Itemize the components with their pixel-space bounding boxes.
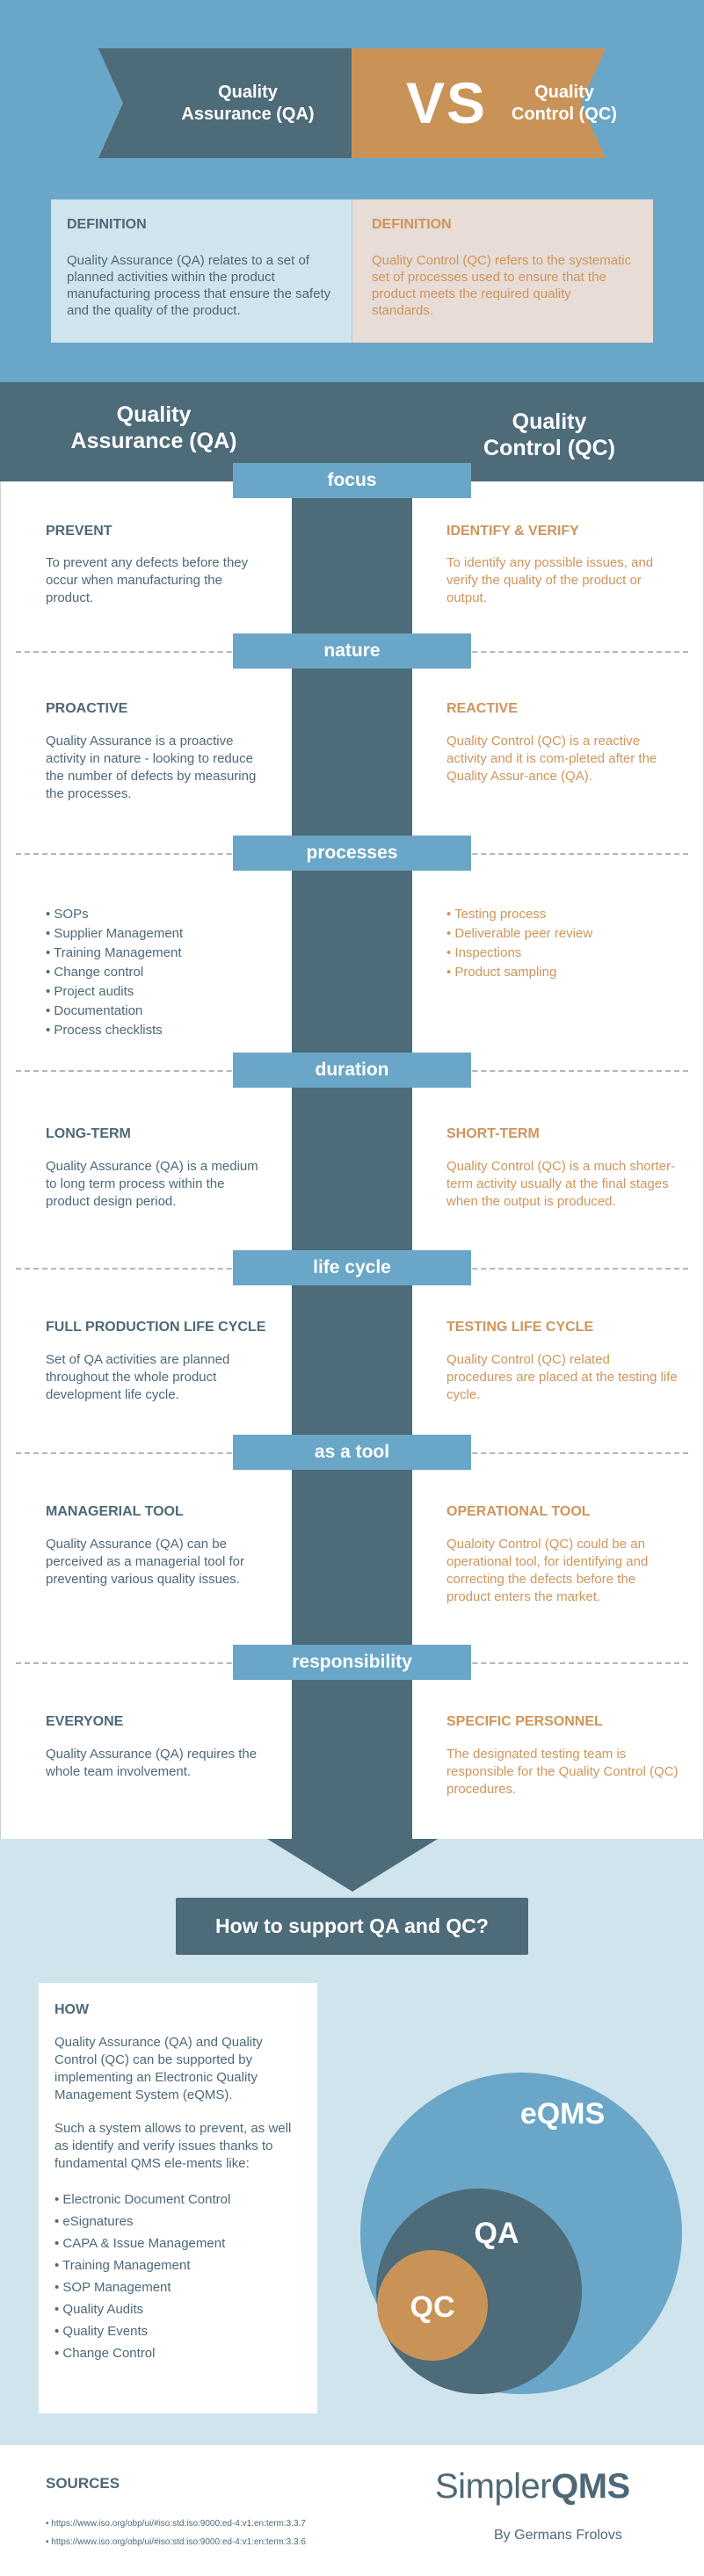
list-item: • Project audits [46,984,134,999]
qc-definition-text: Quality Control (QC) refers to the syste… [372,253,632,318]
qa-process-list: • SOPs • Supplier Management • Training … [46,905,265,1040]
vs-label: VS [406,70,488,135]
author-byline: By Germans Frolovs [494,2528,622,2543]
how-title: HOW [54,2002,90,2017]
category-as-a-tool: as a tool [233,1435,471,1470]
qa-tool-title: MANAGERIAL TOOL [46,1504,184,1519]
qa-life-cycle-text: Set of QA activities are planned through… [46,1352,230,1402]
qc-focus-title: IDENTIFY & VERIFY [446,524,579,539]
qa-duration-text: Quality Assurance (QA) is a medium to lo… [46,1159,258,1209]
banner-qa-label: Quality Assurance (QA) [181,82,315,124]
category-processes: processes [233,836,471,871]
qc-definition-title: DEFINITION [372,217,452,232]
arrowhead-overlay [267,1839,438,1892]
simplerqms-logo: SimplerQMS [435,2467,630,2507]
list-item: • CAPA & Issue Management [54,2236,226,2251]
list-item: • Documentation [46,1003,143,1018]
qc-process-list: • Testing process • Deliverable peer rev… [446,905,679,982]
qa-nature-title: PROACTIVE [46,701,128,716]
how-paragraph: Such a system allows to prevent, as well… [54,2121,292,2171]
qa-focus-text: To prevent any defects before they occur… [46,555,249,605]
qa-definition-text: Quality Assurance (QA) relates to a set … [67,253,331,318]
support-heading: How to support QA and QC? [176,1898,528,1955]
qa-responsibility-title: EVERYONE [46,1714,124,1729]
qc-circle [377,2250,488,2361]
qc-responsibility-title: SPECIFIC PERSONNEL [446,1714,603,1729]
qc-tool-text: Qualoity Control (QC) could be an operat… [446,1537,649,1604]
qa-nature-text: Quality Assurance is a proactive activit… [46,734,257,801]
how-paragraph: Quality Assurance (QA) and Quality Contr… [54,2035,263,2102]
center-spine [292,481,412,1839]
qc-responsibility-text: The designated testing team is responsib… [446,1747,679,1797]
list-item: • Change control [46,965,144,980]
qa-definition-title: DEFINITION [67,217,147,232]
qa-column-heading: Quality Assurance (QA) [70,402,237,453]
qc-duration-title: SHORT-TERM [446,1126,540,1141]
qa-definition: DEFINITION Quality Assurance (QA) relate… [51,199,352,343]
qa-life-cycle-title: FULL PRODUCTION LIFE CYCLE [46,1320,266,1335]
qc-life-cycle-title: TESTING LIFE CYCLE [446,1320,594,1335]
definitions-box: DEFINITION Quality Assurance (QA) relate… [51,199,653,343]
qc-life-cycle-text: Quality Control (QC) related procedures … [446,1352,678,1402]
nested-circles-diagram: eQMS QA QC [360,2073,682,2394]
list-item: • Electronic Document Control [54,2192,231,2207]
list-item: • Product sampling [446,965,557,980]
list-item: • Quality Audits [54,2302,144,2317]
category-focus: focus [233,463,471,498]
list-item: • Quality Events [54,2324,149,2339]
source-link[interactable]: • https://www.iso.org/obp/ui/#iso:std:is… [46,2537,306,2547]
list-item: • Change Control [54,2346,156,2361]
list-item: • eSignatures [54,2214,134,2229]
qa-responsibility-text: Quality Assurance (QA) requires the whol… [46,1747,258,1779]
qc-label: QC [410,2290,455,2324]
list-item: • SOPs [46,907,89,922]
qa-duration-title: LONG-TERM [46,1126,131,1141]
qc-focus-text: To identify any possible issues, and ver… [446,555,654,605]
list-item: • Process checklists [46,1023,163,1038]
qc-nature-title: REACTIVE [446,701,518,716]
qc-column-heading: Quality Control (QC) [483,409,615,460]
category-nature: nature [233,633,471,669]
banner-ribbon-shape [98,48,606,158]
list-item: • Inspections [446,945,522,960]
qa-focus-title: PREVENT [46,524,112,539]
list-item: • Training Management [46,945,182,960]
how-box: HOW Quality Assurance (QA) and Quality C… [39,1983,317,2413]
qa-label: QA [475,2217,519,2250]
list-item: • SOP Management [54,2280,171,2295]
qc-duration-text: Quality Control (QC) is a much shorter-t… [446,1159,676,1209]
footer [0,2445,704,2576]
logo-text-light: Simpler [435,2467,552,2506]
source-link[interactable]: • https://www.iso.org/obp/ui/#iso:std:is… [46,2519,306,2529]
qc-nature-text: Quality Control (QC) is a reactive activ… [446,734,657,784]
list-item: • Supplier Management [46,926,184,941]
qc-definition: DEFINITION Quality Control (QC) refers t… [352,199,653,343]
category-responsibility: responsibility [233,1645,471,1680]
qc-tool-title: OPERATIONAL TOOL [446,1504,591,1519]
list-item: • Testing process [446,907,547,922]
category-duration: duration [233,1053,471,1088]
sources-title: SOURCES [46,2475,120,2492]
qa-vs-qc-banner: Quality Assurance (QA) VS Quality Contro… [98,48,617,158]
list-item: • Training Management [54,2258,191,2273]
eqms-elements-list: • Electronic Document Control • eSignatu… [54,2189,301,2364]
logo-text-bold: QMS [551,2467,630,2506]
eqms-label: eQMS [520,2097,605,2131]
category-life-cycle: life cycle [233,1250,471,1285]
list-item: • Deliverable peer review [446,926,593,941]
column-headers: Quality Assurance (QA) Quality Control (… [0,382,704,481]
qa-tool-text: Quality Assurance (QA) can be perceived … [46,1537,244,1587]
banner-qc-label: Quality Control (QC) [512,82,617,124]
